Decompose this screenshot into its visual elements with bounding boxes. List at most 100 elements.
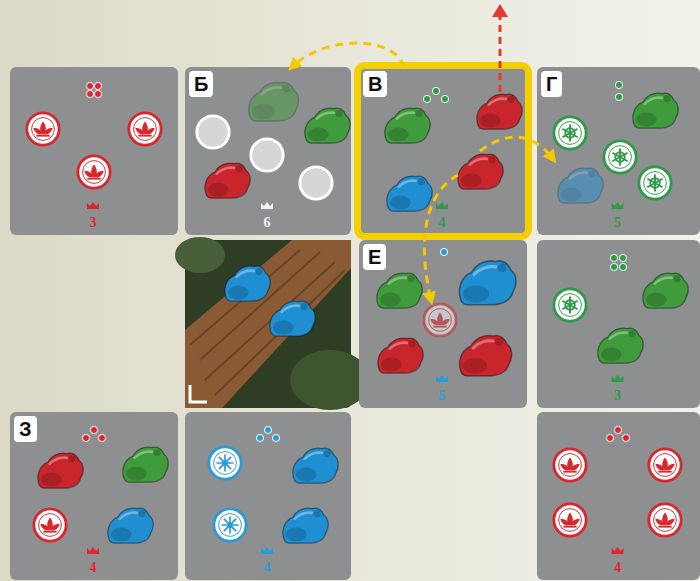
tile-letter: Е (363, 244, 386, 270)
lily-token (424, 304, 456, 336)
lily-token (639, 167, 671, 199)
habitat-icon (272, 434, 279, 441)
habitat-icon (82, 434, 89, 441)
score-number: 5 (439, 389, 446, 403)
score-number: 4 (90, 561, 97, 575)
habitat-icon (615, 81, 622, 88)
crown-icon (612, 202, 624, 209)
move-arrow (292, 43, 404, 67)
frog-meeple (558, 168, 603, 203)
crown-icon (261, 202, 273, 209)
habitat-icon (614, 426, 621, 433)
game-tile: 4 (537, 412, 700, 580)
lily-token (554, 449, 586, 481)
tile-art (537, 412, 700, 580)
lily-token (197, 116, 229, 148)
habitat-icon (423, 95, 430, 102)
habitat-icon (615, 93, 622, 100)
arrow-head (492, 4, 508, 17)
frog-meeple (458, 154, 503, 189)
score-number: 3 (90, 216, 97, 230)
crown-icon (87, 547, 99, 554)
frog-meeple (305, 108, 350, 143)
lily-token (300, 167, 332, 199)
habitat-icon (86, 90, 93, 97)
dashed-arrow-line (499, 16, 502, 92)
game-tile: З4 (10, 412, 178, 580)
crown-icon (261, 547, 273, 554)
game-tile: Е5 (359, 240, 527, 408)
habitat-icon (94, 90, 101, 97)
frog-meeple (598, 328, 643, 363)
lily-token (27, 113, 59, 145)
frog-meeple (283, 508, 328, 543)
habitat-icon (619, 263, 626, 270)
game-tile: 4 (185, 412, 351, 580)
score-number: 6 (264, 216, 271, 230)
frog-meeple (633, 93, 678, 128)
score-number: 3 (614, 389, 621, 403)
frog-meeple (38, 453, 83, 488)
habitat-icon (432, 87, 439, 94)
game-tile: 3 (537, 240, 700, 408)
crown-icon (87, 202, 99, 209)
lily-token (34, 509, 66, 541)
game-tile: В4 (359, 67, 527, 235)
frog-meeple (205, 163, 250, 198)
crown-icon (436, 202, 448, 209)
tile-letter: Б (189, 71, 213, 97)
habitat-icon (619, 254, 626, 261)
habitat-icon (256, 434, 263, 441)
frog-meeple (249, 82, 299, 121)
lily-token (209, 447, 241, 479)
tile-letter: Г (541, 71, 562, 97)
lily-token (251, 139, 283, 171)
lily-token (649, 504, 681, 536)
lily-token (604, 141, 636, 173)
frog-meeple (385, 108, 430, 143)
habitat-icon (98, 434, 105, 441)
crown-icon (436, 375, 448, 382)
lily-token (554, 504, 586, 536)
habitat-icon (86, 82, 93, 89)
habitat-icon (606, 434, 613, 441)
frog-meeple (387, 176, 432, 211)
game-tile: 3 (10, 67, 178, 235)
habitat-icon (610, 254, 617, 261)
move-arrow (424, 175, 458, 300)
habitat-icon (610, 263, 617, 270)
score-number: 4 (614, 561, 621, 575)
score-number: 4 (264, 561, 271, 575)
lily-token (554, 289, 586, 321)
frog-meeple (108, 508, 153, 543)
frog-meeple (378, 338, 423, 373)
lily-token (78, 156, 110, 188)
tile-art (185, 412, 351, 580)
crown-icon (612, 375, 624, 382)
move-arrow (480, 137, 553, 159)
tile-letter: В (363, 71, 387, 97)
frog-meeple (477, 94, 522, 129)
habitat-icon (440, 248, 447, 255)
lily-token (129, 113, 161, 145)
frog-meeple (643, 273, 688, 308)
habitat-icon (264, 426, 271, 433)
lily-token (649, 449, 681, 481)
lily-token (554, 117, 586, 149)
tile-art (537, 240, 700, 408)
game-tile: Г5 (537, 67, 700, 235)
lily-token (214, 509, 246, 541)
score-number: 5 (614, 216, 621, 230)
crown-icon (612, 547, 624, 554)
habitat-icon (90, 426, 97, 433)
frog-meeple (293, 448, 338, 483)
habitat-icon (94, 82, 101, 89)
tile-letter: З (14, 416, 37, 442)
frog-meeple (377, 273, 422, 308)
habitat-icon (441, 95, 448, 102)
log-tile (175, 237, 370, 410)
tile-art (10, 67, 178, 235)
